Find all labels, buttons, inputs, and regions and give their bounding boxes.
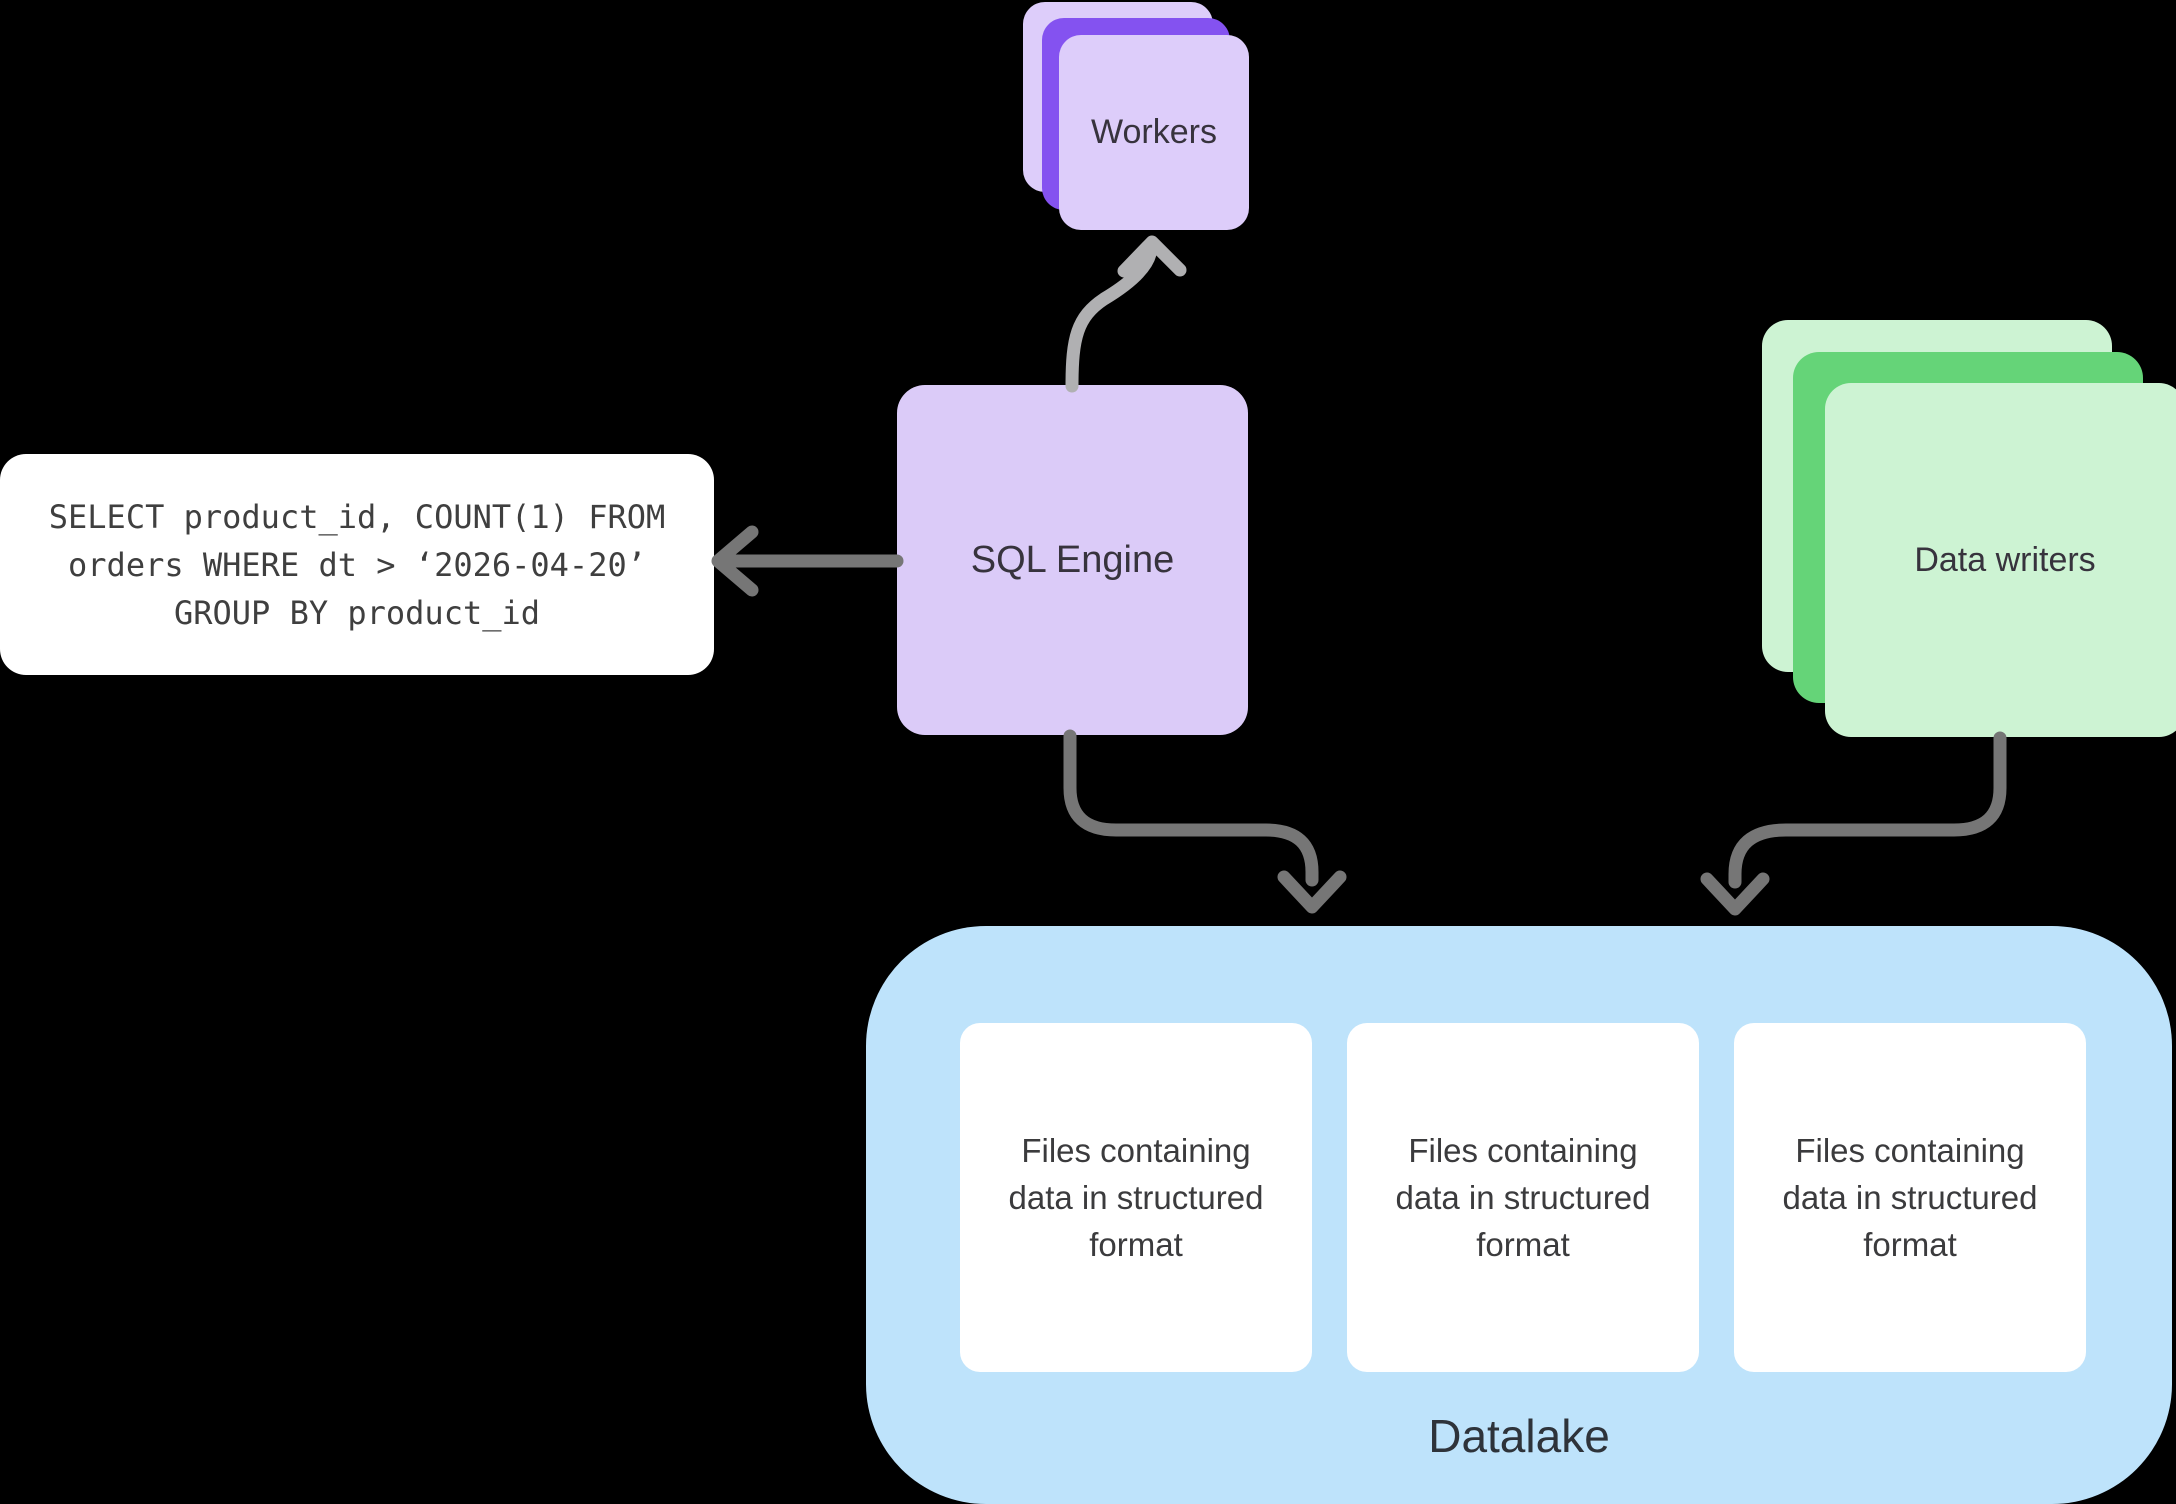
file-card-text: Files containing data in structured form… [1008, 1132, 1264, 1263]
file-card-text: Files containing data in structured form… [1782, 1132, 2038, 1263]
arrow-data-writers-to-datalake-icon [1700, 731, 2007, 916]
sql-query-line: GROUP BY product_id [173, 593, 541, 632]
arrow-sql-engine-to-workers-icon [1065, 235, 1187, 393]
data-writers-card-front: Data writers [1825, 383, 2176, 737]
arrow-sql-engine-to-datalake-icon [1063, 729, 1347, 914]
sql-query-line: orders WHERE dt > ‘2026-04-20’ [68, 545, 646, 584]
file-card-text: Files containing data in structured form… [1395, 1132, 1651, 1263]
sql-engine-label: SQL Engine [970, 538, 1175, 581]
sql-engine-box: SQL Engine [897, 385, 1248, 735]
file-card: Files containing data in structured form… [1734, 1023, 2086, 1372]
data-writers-label: Data writers [1914, 540, 2096, 579]
sql-query-box: SELECT product_id, COUNT(1) FROM orders … [0, 454, 714, 675]
file-card: Files containing data in structured form… [1347, 1023, 1699, 1372]
workers-label: Workers [1091, 113, 1217, 151]
arrow-sql-engine-to-query-icon [711, 525, 904, 597]
workers-card-front: Workers [1059, 35, 1249, 230]
datalake-container: Files containing data in structured form… [866, 926, 2172, 1504]
datalake-label: Datalake [1428, 1410, 1610, 1462]
file-card: Files containing data in structured form… [960, 1023, 1312, 1372]
sql-query-line: SELECT product_id, COUNT(1) FROM [48, 497, 666, 536]
